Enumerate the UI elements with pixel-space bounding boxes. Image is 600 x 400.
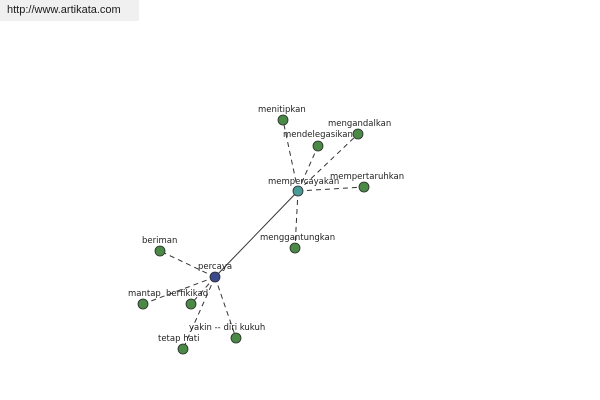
node-label-menggantungkan: menggantungkan bbox=[260, 233, 335, 243]
edge-mempercayakan-mempertaruhkan bbox=[297, 186, 365, 192]
edges-layer bbox=[142, 119, 365, 350]
node-label-mantap: mantap bbox=[128, 289, 161, 299]
edge-percaya-mempercayakan bbox=[214, 190, 299, 278]
node-mendelegasikan[interactable] bbox=[312, 140, 324, 152]
node-mengandalkan[interactable] bbox=[352, 128, 364, 140]
edge-percaya-beriman bbox=[159, 250, 216, 278]
node-berfikikad[interactable] bbox=[185, 298, 197, 310]
source-url[interactable]: http://www.artikata.com bbox=[0, 0, 139, 21]
node-label-mengandalkan: mengandalkan bbox=[328, 119, 391, 129]
node-menitipkan[interactable] bbox=[277, 114, 289, 126]
edge-percaya-tetap_hati bbox=[182, 276, 216, 350]
edge-mempercayakan-menggantungkan bbox=[294, 190, 299, 249]
node-mempertaruhkan[interactable] bbox=[358, 181, 370, 193]
edge-mempercayakan-mengandalkan bbox=[297, 133, 359, 192]
node-label-tetap_hati: tetap hati bbox=[158, 334, 200, 344]
node-beriman[interactable] bbox=[154, 245, 166, 257]
labels-layer: percaya mempercayakan menitipkan mengandalk… bbox=[128, 105, 404, 344]
node-label-menitipkan: menitipkan bbox=[258, 105, 306, 115]
node-mempercayakan[interactable] bbox=[292, 185, 304, 197]
node-tetap_hati[interactable] bbox=[177, 343, 189, 355]
node-label-mendelegasikan: mendelegasikan bbox=[283, 130, 353, 140]
edge-percaya-berfikikad bbox=[190, 276, 216, 305]
node-label-yakin: yakin -- diri kukuh bbox=[189, 323, 265, 333]
nodes-layer bbox=[137, 114, 370, 355]
node-mantap[interactable] bbox=[137, 298, 149, 310]
edge-mempercayakan-menitipkan bbox=[282, 119, 299, 192]
node-label-mempercayakan: mempercayakan bbox=[268, 177, 339, 187]
node-yakin[interactable] bbox=[230, 332, 242, 344]
node-label-mempertaruhkan: mempertaruhkan bbox=[330, 172, 404, 182]
edge-percaya-yakin bbox=[214, 276, 237, 339]
node-label-percaya: percaya bbox=[198, 262, 232, 272]
node-label-beriman: beriman bbox=[142, 236, 177, 246]
node-menggantungkan[interactable] bbox=[289, 242, 301, 254]
node-label-berfikikad: berfikikad bbox=[166, 289, 208, 299]
node-percaya[interactable] bbox=[209, 271, 221, 283]
edge-percaya-mantap bbox=[142, 276, 216, 305]
